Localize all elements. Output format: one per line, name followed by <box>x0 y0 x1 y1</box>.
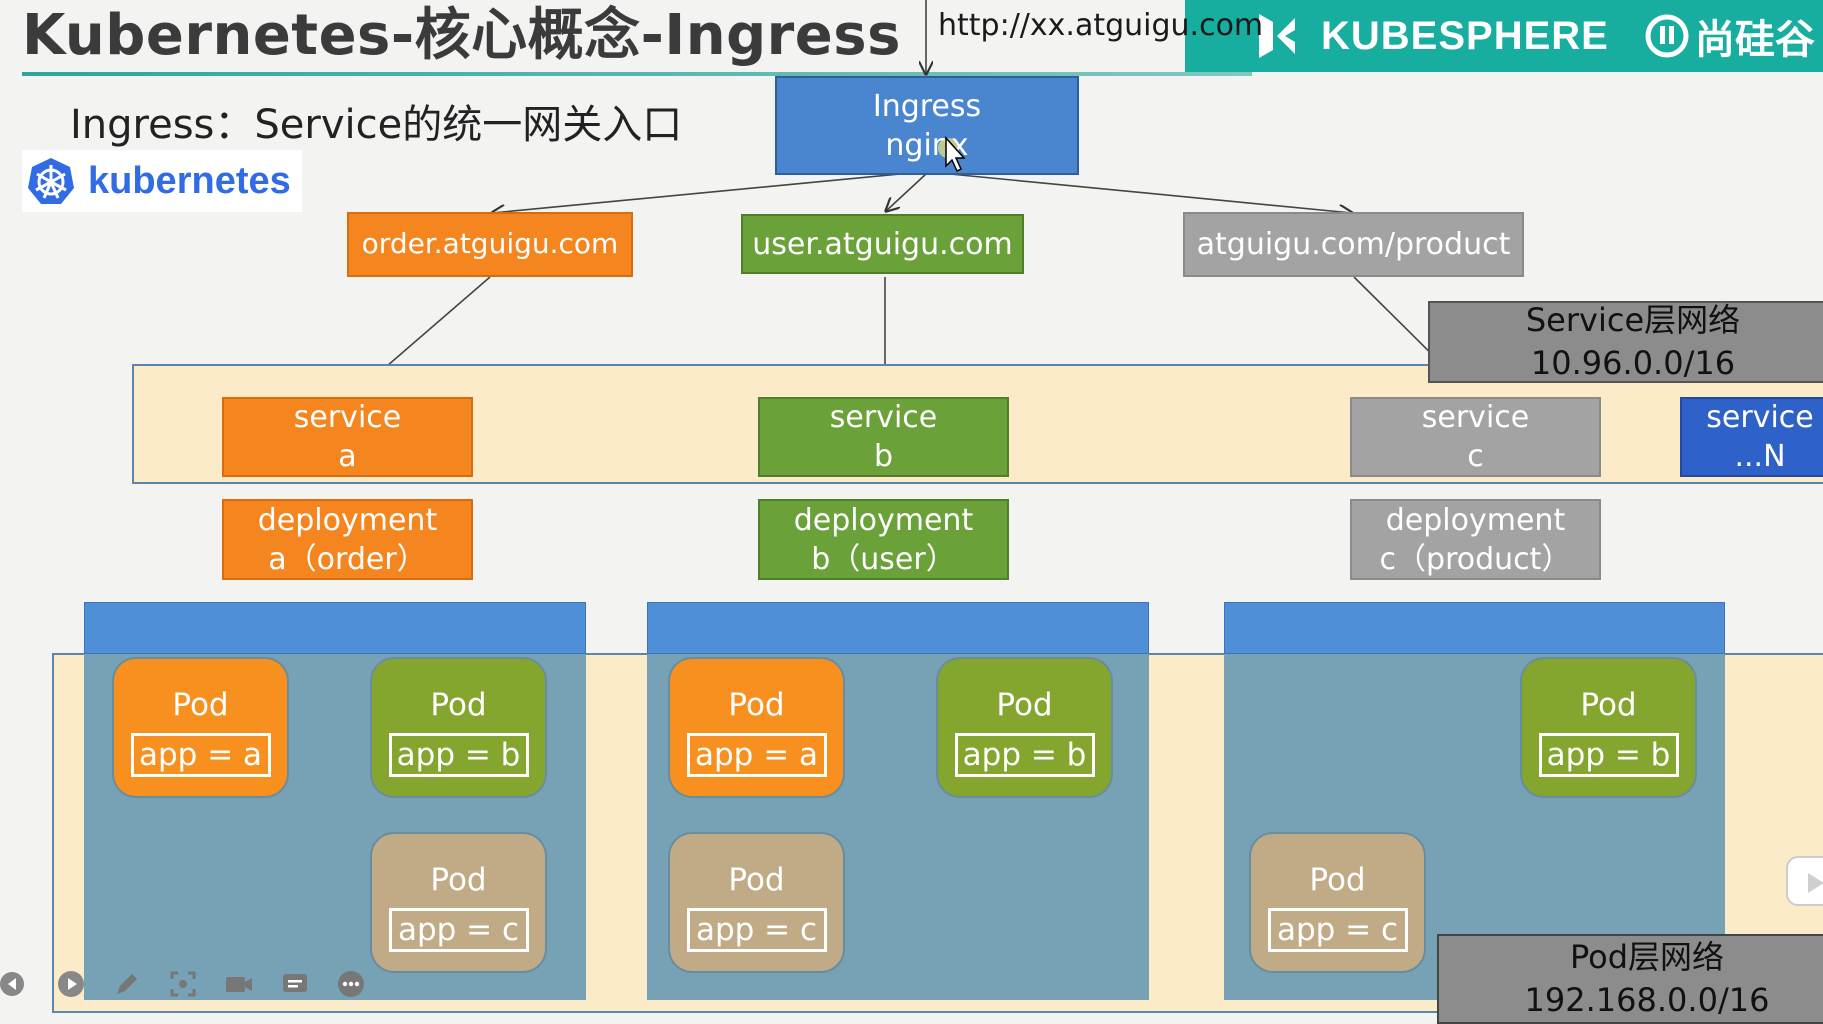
arrow-ingress-to-order <box>492 173 901 213</box>
service-c-line1: service <box>1421 400 1530 435</box>
deployment-a-line2: a（order） <box>268 541 427 577</box>
arrow-ingress-to-user <box>886 173 927 211</box>
pod-label: app = b <box>1538 733 1679 777</box>
service-n-line1: service <box>1706 400 1814 435</box>
service-a: service a <box>222 397 473 477</box>
node-2-header <box>647 602 1149 654</box>
deployment-b-line1: deployment <box>793 502 974 538</box>
player-toolbar <box>0 968 420 1000</box>
service-a-line1: service <box>293 400 402 435</box>
pod-name: Pod <box>728 862 785 898</box>
ingress-nginx-box: Ingress nginx <box>775 76 1079 175</box>
pod-label: app = c <box>1267 908 1408 952</box>
service-n: service ...N <box>1680 397 1823 477</box>
deployment-b-line2: b（user） <box>811 541 956 577</box>
service-network-label: Service层网络 10.96.0.0/16 <box>1428 301 1823 383</box>
service-n-line2: ...N <box>1734 439 1786 474</box>
pod-node3-c: Pod app = c <box>1251 834 1424 971</box>
route-user-label: user.atguigu.com <box>752 226 1013 262</box>
node-3-header <box>1224 602 1725 654</box>
service-b-line2: b <box>873 439 894 474</box>
deployment-c-line1: deployment <box>1385 502 1566 538</box>
route-user: user.atguigu.com <box>741 214 1024 274</box>
pod-name: Pod <box>430 687 487 723</box>
pod-node2-c: Pod app = c <box>670 834 843 971</box>
kubernetes-wheel-icon <box>28 158 74 204</box>
ingress-url: http://xx.atguigu.com <box>938 8 1264 43</box>
service-b: service b <box>758 397 1009 477</box>
service-a-line2: a <box>338 439 357 474</box>
kubesphere-logo-icon <box>1259 14 1295 58</box>
pod-name: Pod <box>430 862 487 898</box>
slide-subtitle: Ingress：Service的统一网关入口 <box>70 102 683 148</box>
pod-name: Pod <box>996 687 1053 723</box>
play-icon <box>1808 873 1823 893</box>
pod-node2-a: Pod app = a <box>670 659 843 796</box>
kubesphere-wordmark: KUBESPHERE <box>1321 13 1609 58</box>
camera-icon[interactable] <box>224 969 254 999</box>
deployment-a: deployment a（order） <box>222 499 473 580</box>
service-network-cidr: 10.96.0.0/16 <box>1530 344 1736 382</box>
mouse-cursor-icon <box>938 136 966 173</box>
pod-node1-a: Pod app = a <box>114 659 287 796</box>
pod-node2-b: Pod app = b <box>938 659 1111 796</box>
pod-label: app = c <box>686 908 827 952</box>
atguigu-logo-icon <box>1645 14 1689 58</box>
route-order: order.atguigu.com <box>347 212 633 277</box>
brand-banner: KUBESPHERE 尚硅谷 <box>1185 0 1823 72</box>
side-video-button[interactable] <box>1786 856 1823 906</box>
pod-name: Pod <box>1580 687 1637 723</box>
service-network-title: Service层网络 <box>1525 300 1741 339</box>
title-underline <box>22 72 1252 76</box>
kubernetes-logo: kubernetes <box>22 150 302 212</box>
service-b-line1: service <box>829 400 938 435</box>
pod-label: app = b <box>954 733 1095 777</box>
pod-network-label: Pod层网络 192.168.0.0/16 <box>1437 934 1823 1024</box>
pod-label: app = b <box>388 733 529 777</box>
pod-label: app = a <box>130 733 271 777</box>
kubernetes-wordmark: kubernetes <box>88 159 291 202</box>
arrow-ingress-to-product <box>949 173 1352 213</box>
pod-node1-c: Pod app = c <box>372 834 545 971</box>
route-order-label: order.atguigu.com <box>361 227 619 261</box>
service-c: service c <box>1350 397 1601 477</box>
deployment-b: deployment b（user） <box>758 499 1009 580</box>
route-product: atguigu.com/product <box>1183 212 1524 277</box>
pod-network-cidr: 192.168.0.0/16 <box>1524 981 1770 1020</box>
pod-name: Pod <box>728 687 785 723</box>
route-product-label: atguigu.com/product <box>1196 227 1511 262</box>
screenshot-icon[interactable] <box>168 969 198 999</box>
pod-name: Pod <box>1309 862 1366 898</box>
page-title: Kubernetes-核心概念-Ingress <box>22 3 901 68</box>
pod-name: Pod <box>172 687 229 723</box>
service-c-line2: c <box>1467 439 1484 474</box>
deployment-c: deployment c（product） <box>1350 499 1601 580</box>
play-icon[interactable] <box>56 969 86 999</box>
pen-icon[interactable] <box>112 969 142 999</box>
back-icon[interactable] <box>0 969 30 999</box>
pod-node1-b: Pod app = b <box>372 659 545 796</box>
ingress-line1: Ingress <box>872 88 982 124</box>
pod-node3-b: Pod app = b <box>1522 659 1695 796</box>
node-1-header <box>84 602 586 654</box>
pod-label: app = c <box>388 908 529 952</box>
atguigu-wordmark: 尚硅谷 <box>1694 17 1815 63</box>
more-icon[interactable] <box>336 969 366 999</box>
deployment-c-line2: c（product） <box>1379 541 1572 577</box>
pod-network-title: Pod层网络 <box>1569 938 1725 976</box>
deployment-a-line1: deployment <box>257 502 438 538</box>
pod-label: app = a <box>686 733 827 777</box>
subtitle-icon[interactable] <box>280 969 310 999</box>
